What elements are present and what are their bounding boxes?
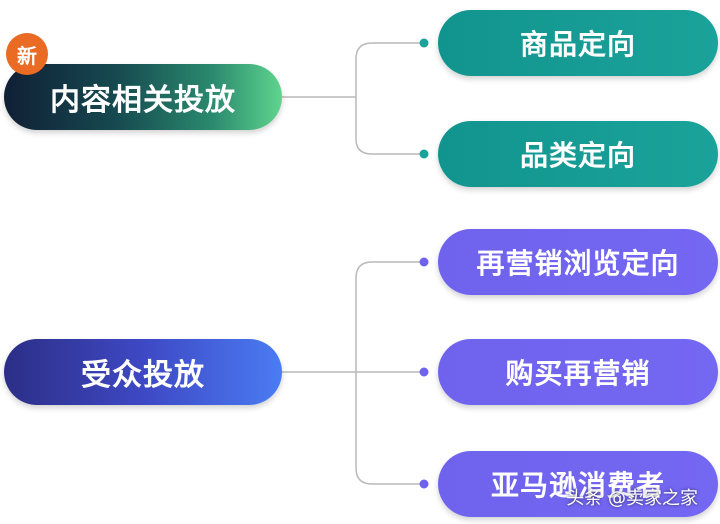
connector-dot	[419, 367, 429, 377]
connector-to-product	[355, 42, 424, 155]
connector-dot	[419, 38, 429, 48]
leaf-category-targeting: 品类定向	[438, 121, 718, 187]
connector-dot	[419, 479, 429, 489]
leaf-product-targeting: 商品定向	[438, 10, 718, 76]
leaf-amazon-consumers: 亚马逊消费者	[438, 451, 718, 517]
new-badge: 新	[6, 33, 48, 75]
watermark: 头条 @卖家之家	[566, 488, 698, 509]
root-audience-targeting: 受众投放	[4, 339, 282, 405]
root-content-targeting: 内容相关投放	[4, 64, 282, 130]
connector-dot	[419, 149, 429, 159]
connector-dot	[419, 257, 429, 267]
leaf-purchase-remarketing: 购买再营销	[438, 339, 718, 405]
leaf-remarketing-view-targeting: 再营销浏览定向	[438, 229, 718, 295]
connector-to-remarketing-view	[355, 261, 424, 485]
